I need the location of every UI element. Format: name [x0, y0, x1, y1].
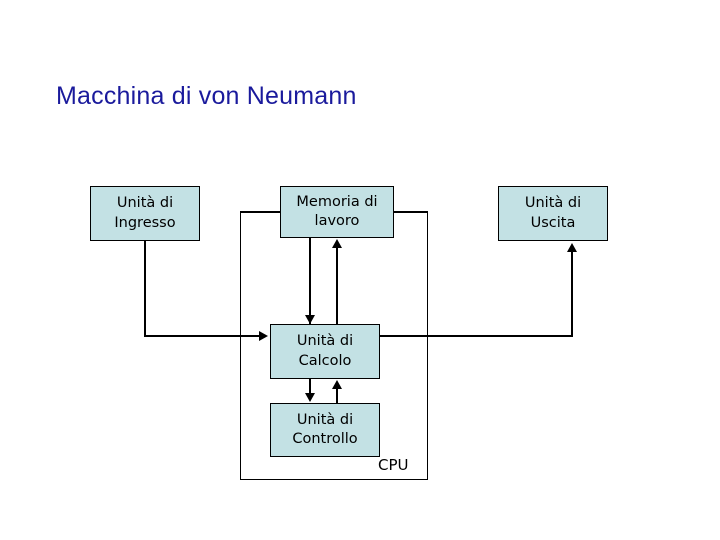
- node-memoria-di-lavoro: Memoria di lavoro: [280, 186, 394, 238]
- node-unita-di-uscita: Unità di Uscita: [498, 186, 608, 241]
- node-label-line1: Unità di: [296, 333, 354, 350]
- node-unita-di-calcolo: Unità di Calcolo: [270, 324, 380, 379]
- node-label-line2: lavoro: [314, 213, 360, 229]
- connector-calcolo-to-controllo: [309, 379, 311, 395]
- connector-ingresso-to-calcolo: [144, 335, 262, 337]
- connector-calcolo-to-memoria: [336, 248, 338, 326]
- arrowhead-down-icon: [305, 393, 315, 402]
- node-label-line2: Calcolo: [298, 352, 352, 369]
- cpu-group-label: CPU: [378, 456, 409, 474]
- node-unita-di-ingresso: Unità di Ingresso: [90, 186, 200, 241]
- node-label-line1: Unità di: [296, 411, 354, 428]
- arrowhead-up-icon: [567, 243, 577, 252]
- connector-ingresso-vertical: [144, 241, 146, 337]
- connector-memoria-to-calcolo: [309, 238, 311, 326]
- node-label-line2: Ingresso: [114, 214, 176, 231]
- node-unita-di-controllo: Unità di Controllo: [270, 403, 380, 457]
- node-label-line1: Memoria di: [296, 193, 378, 210]
- node-label-line1: Unità di: [524, 195, 582, 212]
- arrowhead-right-icon: [259, 331, 268, 341]
- cpu-boundary-stub-right: [393, 211, 428, 213]
- connector-controllo-to-calcolo: [336, 388, 338, 403]
- connector-calcolo-to-uscita-vertical: [571, 252, 573, 337]
- arrowhead-up-icon: [332, 380, 342, 389]
- node-label-line2: Uscita: [530, 214, 576, 231]
- arrowhead-down-icon: [305, 315, 315, 324]
- cpu-boundary-stub-left: [240, 211, 282, 213]
- arrowhead-up-icon: [332, 239, 342, 248]
- node-label-line2: Controllo: [292, 431, 358, 447]
- connector-calcolo-to-uscita-horizontal: [380, 335, 572, 337]
- node-label-line1: Unità di: [116, 195, 174, 212]
- page-title: Macchina di von Neumann: [56, 82, 357, 110]
